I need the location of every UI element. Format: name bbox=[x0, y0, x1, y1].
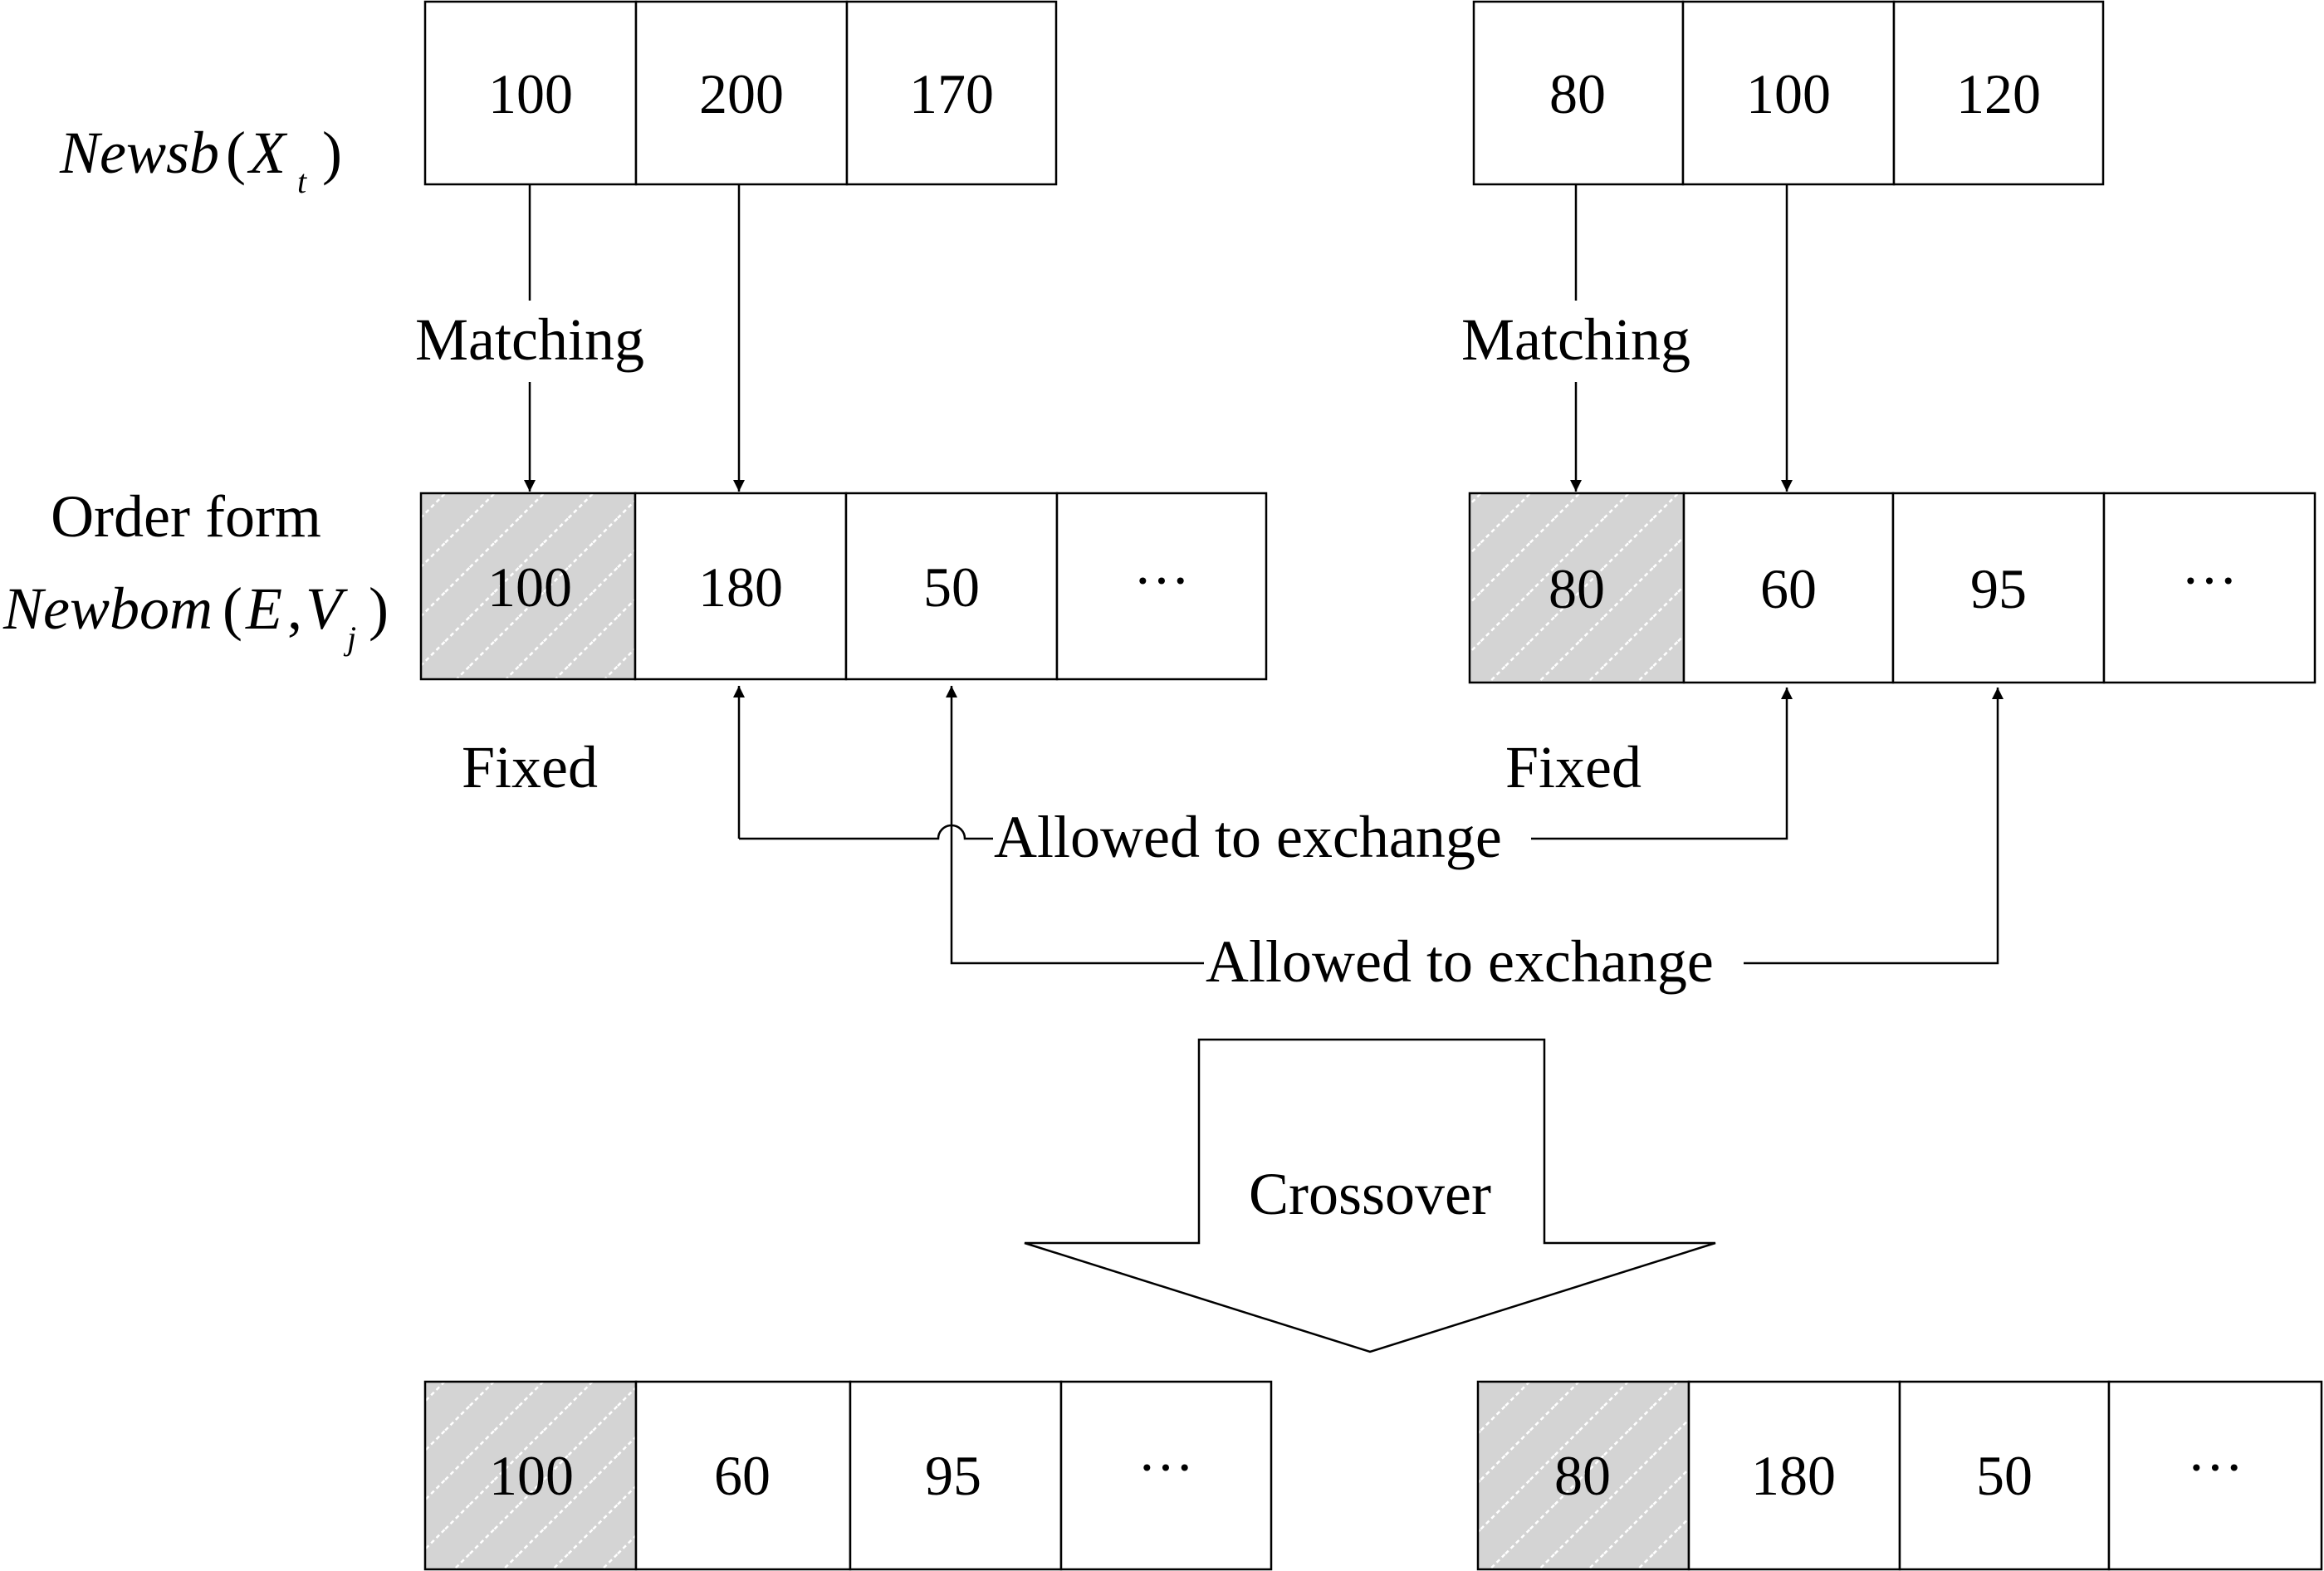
mid-right-array: 80 60 95 ··· bbox=[1468, 492, 2317, 684]
cell-value: 50 bbox=[1976, 1444, 2033, 1507]
bottom-right-array: 80 180 50 ··· bbox=[1476, 1380, 2323, 1571]
order-form-label: Order form bbox=[51, 483, 321, 550]
array-cell bbox=[1682, 492, 1895, 684]
array-cell bbox=[634, 0, 849, 186]
cell-value: 100 bbox=[489, 1444, 574, 1507]
bottom-left-array: 100 60 95 ··· bbox=[423, 1380, 1273, 1571]
array-cell bbox=[423, 0, 638, 186]
newbom-comma: , bbox=[287, 575, 302, 642]
matching-label: Matching bbox=[415, 306, 644, 373]
cell-value: 50 bbox=[923, 555, 980, 619]
array-cell bbox=[1892, 0, 2105, 186]
array-cell bbox=[1898, 1380, 2111, 1571]
cell-value: 180 bbox=[698, 555, 783, 619]
array-cell bbox=[634, 492, 848, 681]
array-cell bbox=[1472, 0, 1685, 186]
newsb-close-paren: ) bbox=[322, 120, 342, 186]
newbom-open-paren: ( bbox=[223, 575, 242, 642]
newbom-e: E bbox=[245, 575, 282, 642]
top-right-array: 80 100 120 bbox=[1472, 0, 2105, 186]
newsb-variable: X bbox=[247, 120, 288, 186]
cell-value: 120 bbox=[1956, 62, 2041, 125]
array-cell bbox=[844, 492, 1059, 681]
exchange-arrow bbox=[1531, 688, 1793, 840]
ellipsis: ··· bbox=[1138, 1436, 1194, 1499]
connector-line bbox=[739, 824, 993, 840]
exchange-label: Allowed to exchange bbox=[1206, 928, 1714, 995]
array-cell bbox=[1055, 492, 1268, 681]
ellipsis: ··· bbox=[1133, 549, 1190, 612]
exchange-connector-1: Allowed to exchange bbox=[733, 686, 1793, 870]
mid-left-array: 100 180 50 ··· bbox=[419, 492, 1268, 681]
fixed-cell bbox=[419, 492, 637, 681]
crossover-arrow: Crossover bbox=[1024, 1038, 1716, 1353]
cell-value: 100 bbox=[487, 555, 572, 619]
cell-value: 95 bbox=[925, 1444, 981, 1507]
exchange-connector-2: Allowed to exchange bbox=[946, 686, 2004, 995]
ellipsis: ··· bbox=[2181, 549, 2238, 612]
newbom-close-paren: ) bbox=[369, 575, 389, 642]
top-left-array: 100 200 170 bbox=[423, 0, 1058, 186]
array-cell bbox=[845, 0, 1058, 186]
block-arrow-shape bbox=[1024, 1038, 1716, 1353]
cell-value: 100 bbox=[1746, 62, 1831, 125]
exchange-arrow bbox=[946, 686, 1204, 965]
ellipsis: ··· bbox=[2187, 1436, 2243, 1499]
exchange-arrow bbox=[1744, 688, 2004, 965]
array-cell bbox=[1681, 0, 1896, 186]
fixed-cell bbox=[423, 1380, 638, 1571]
newbom-label: Newbom ( E , V j ) bbox=[2, 575, 389, 657]
cell-value: 170 bbox=[909, 62, 994, 125]
fixed-label: Fixed bbox=[462, 734, 598, 800]
newbom-subscript: j bbox=[343, 619, 356, 657]
cell-value: 100 bbox=[488, 62, 573, 125]
cell-value: 60 bbox=[714, 1444, 771, 1507]
newbom-v: V bbox=[306, 575, 348, 642]
matching-label: Matching bbox=[1461, 306, 1690, 373]
array-cell bbox=[849, 1380, 1063, 1571]
array-cell bbox=[1059, 1380, 1273, 1571]
crossover-label: Crossover bbox=[1249, 1161, 1491, 1227]
newsb-open-paren: ( bbox=[226, 120, 246, 186]
cell-value: 95 bbox=[1970, 557, 2027, 620]
cell-value: 80 bbox=[1554, 1444, 1611, 1507]
array-cell bbox=[1687, 1380, 1901, 1571]
array-cell bbox=[2102, 492, 2317, 684]
array-cell bbox=[2107, 1380, 2323, 1571]
fixed-label: Fixed bbox=[1505, 734, 1641, 800]
cell-value: 180 bbox=[1751, 1444, 1836, 1507]
fixed-cell bbox=[1468, 492, 1686, 684]
exchange-label: Allowed to exchange bbox=[994, 804, 1502, 870]
newsb-subscript: t bbox=[297, 163, 307, 200]
newsb-name: Newsb bbox=[59, 120, 219, 186]
newbom-name: Newbom bbox=[2, 575, 213, 642]
fixed-cell bbox=[1476, 1380, 1690, 1571]
cell-value: 80 bbox=[1549, 62, 1606, 125]
newsb-label: Newsb ( X t ) bbox=[59, 120, 342, 200]
cell-value: 80 bbox=[1549, 557, 1605, 620]
array-cell bbox=[634, 1380, 852, 1571]
cell-value: 60 bbox=[1760, 557, 1817, 620]
cell-value: 200 bbox=[699, 62, 784, 125]
array-cell bbox=[1891, 492, 2106, 684]
